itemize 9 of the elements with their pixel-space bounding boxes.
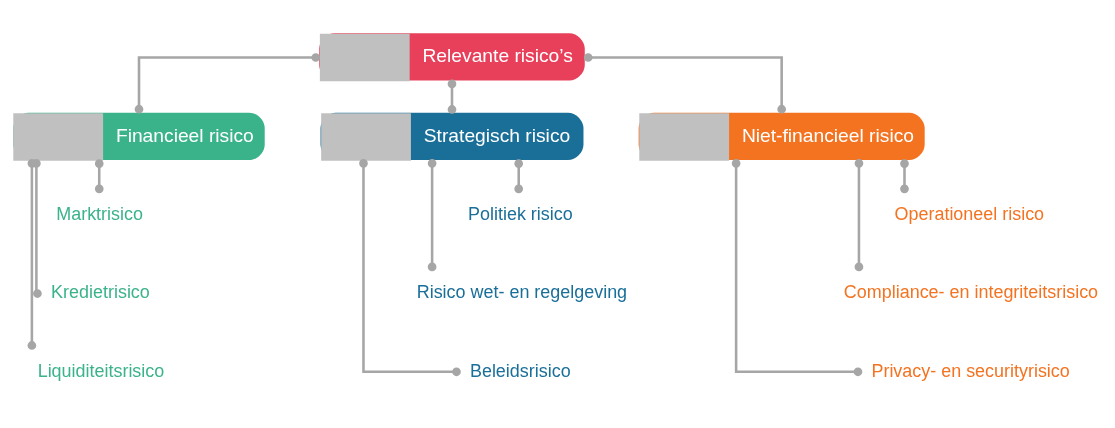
- node-text: Compliance- en integriteitsrisico: [843, 282, 1099, 303]
- node-text: Kredietrisico: [51, 282, 150, 303]
- node-text: Risico wet- en regelgeving: [416, 282, 628, 303]
- node-text: Politiek risico: [468, 204, 573, 225]
- node-text: Privacy- en securityrisico: [871, 360, 1070, 381]
- node-text: Operationeel risico: [894, 204, 1045, 225]
- node-text: Liquiditeitsrisico: [37, 360, 165, 381]
- node-text: Marktrisico: [56, 204, 143, 225]
- node-text: Beleidsrisico: [469, 360, 571, 381]
